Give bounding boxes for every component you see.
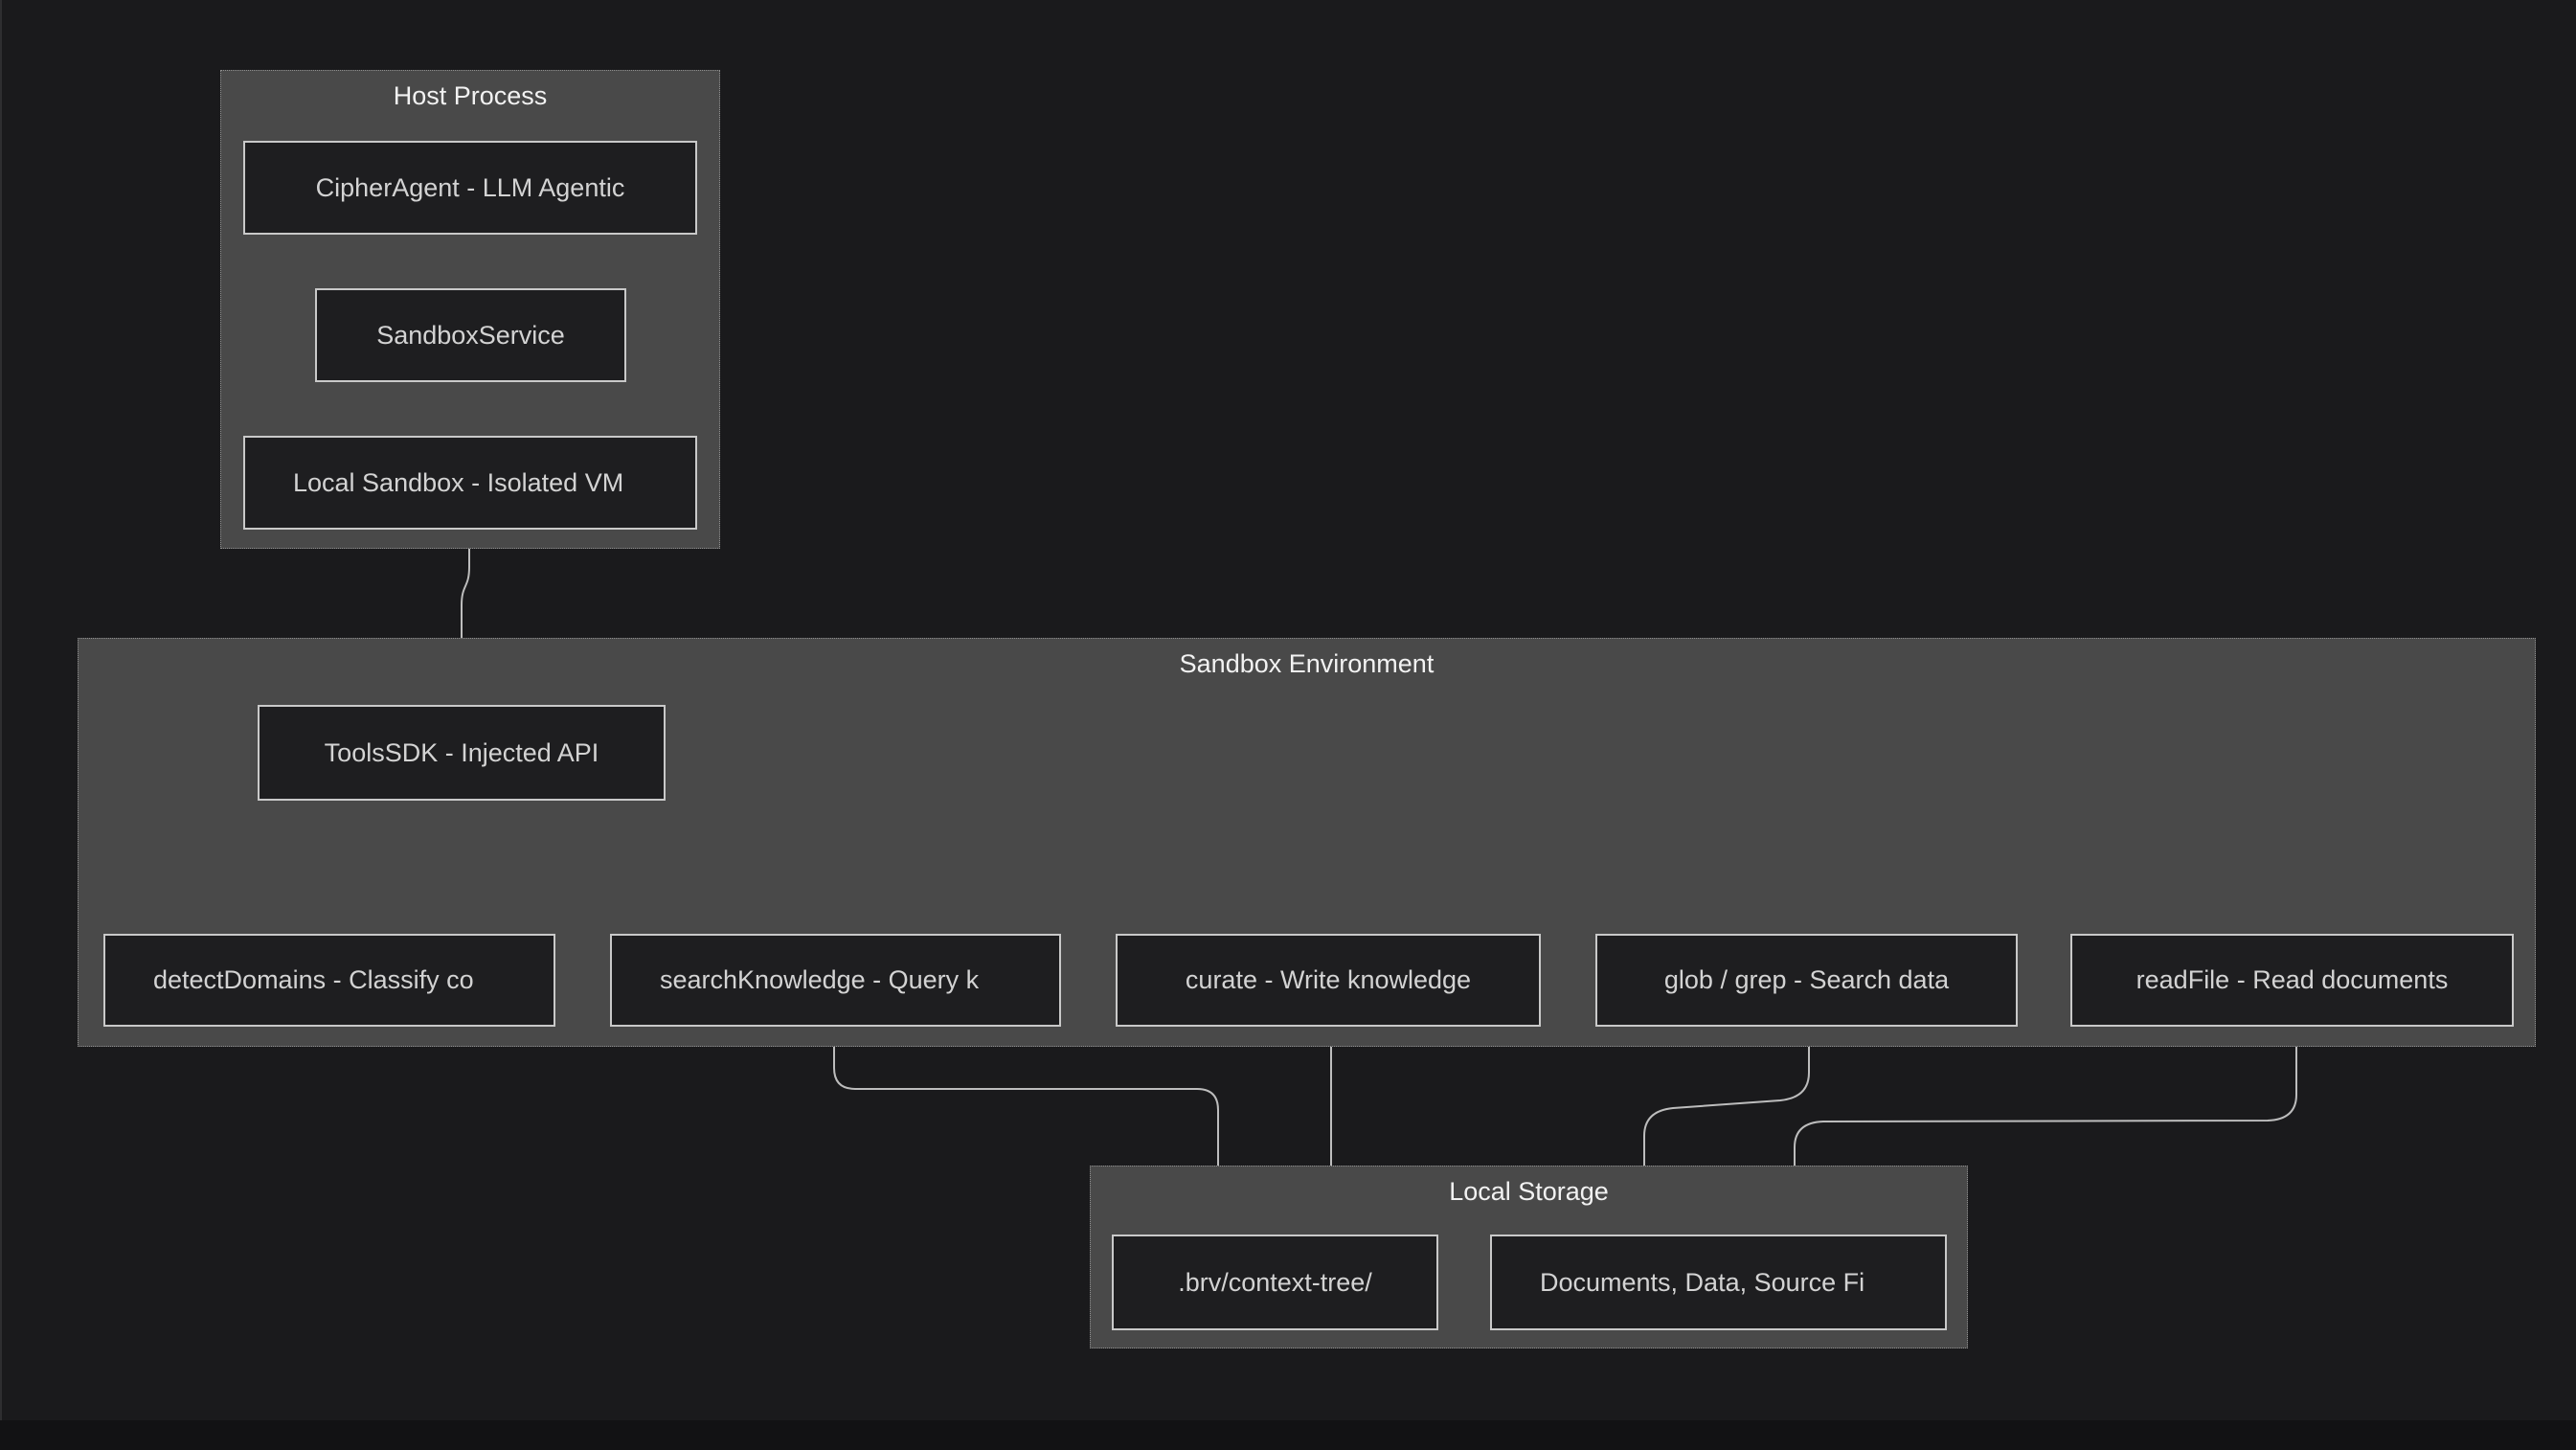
node-toolssdk-label: ToolsSDK - Injected API <box>324 737 599 767</box>
node-localsandbox: Local Sandbox - Isolated VM <box>243 436 697 530</box>
node-cipheragent: CipherAgent - LLM Agentic <box>243 141 697 235</box>
cluster-host-process-title: Host Process <box>393 81 548 110</box>
node-searchknowledge-label: searchKnowledge - Query k <box>660 965 980 994</box>
node-cipheragent-label: CipherAgent - LLM Agentic <box>315 172 625 202</box>
diagram-canvas: Host Process CipherAgent - LLM Agentic S… <box>0 0 2536 1420</box>
node-detectdomains: detectDomains - Classify co <box>103 934 555 1027</box>
edge-localsandbox-toolssdk <box>454 530 470 704</box>
node-localsandbox-label: Local Sandbox - Isolated VM <box>293 467 624 497</box>
node-curate-label: curate - Write knowledge <box>1185 965 1472 994</box>
node-globgrep: glob / grep - Search data <box>1595 934 2018 1027</box>
edge-readfile-documents <box>1787 1028 2297 1234</box>
edge-searchknowledge-contexttree <box>833 1028 1226 1234</box>
node-readfile: readFile - Read documents <box>2070 934 2514 1027</box>
edge-globgrep-documents <box>1637 1028 1810 1234</box>
node-contexttree-label: .brv/context-tree/ <box>1178 1267 1372 1297</box>
node-readfile-label: readFile - Read documents <box>2135 965 2449 994</box>
cluster-sandbox-environment-title: Sandbox Environment <box>1179 649 1435 678</box>
node-detectdomains-label: detectDomains - Classify co <box>153 965 474 994</box>
node-contexttree: .brv/context-tree/ <box>1112 1235 1438 1330</box>
node-globgrep-label: glob / grep - Search data <box>1663 965 1950 994</box>
node-sandboxservice-label: SandboxService <box>376 320 565 350</box>
node-curate: curate - Write knowledge <box>1116 934 1541 1027</box>
node-sandboxservice: SandboxService <box>315 288 626 382</box>
node-toolssdk: ToolsSDK - Injected API <box>258 705 666 801</box>
node-searchknowledge: searchKnowledge - Query k <box>610 934 1061 1027</box>
bottom-strip <box>0 1420 2576 1450</box>
node-documents-label: Documents, Data, Source Fi <box>1540 1267 1865 1297</box>
cluster-local-storage-title: Local Storage <box>1449 1177 1609 1206</box>
node-documents: Documents, Data, Source Fi <box>1490 1235 1947 1330</box>
